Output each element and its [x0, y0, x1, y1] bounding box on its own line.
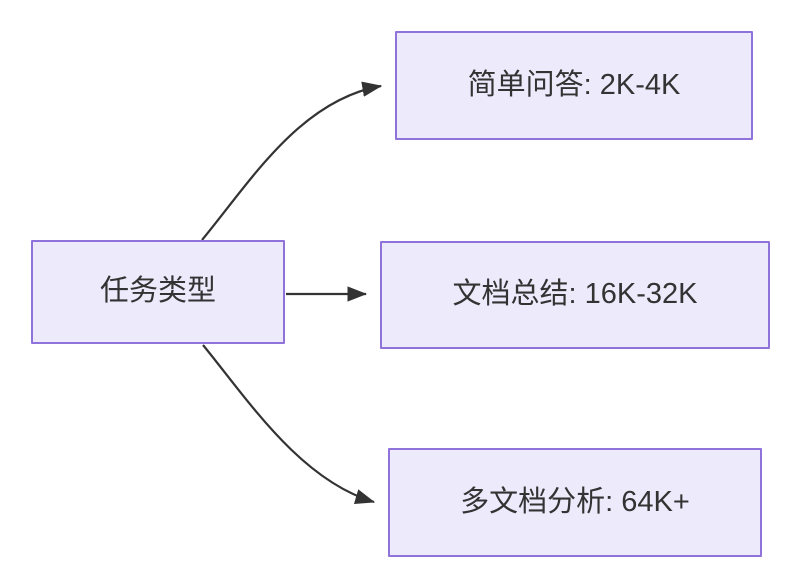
node-task-type[interactable]: 任务类型 — [31, 240, 285, 344]
node-simple-qa[interactable]: 简单问答: 2K-4K — [395, 31, 753, 140]
node-doc-summary-label: 文档总结: 16K-32K — [452, 278, 698, 311]
edge-root-to-simple-qa — [201, 81, 383, 241]
node-simple-qa-label: 简单问答: 2K-4K — [467, 68, 681, 101]
node-multidoc-analysis[interactable]: 多文档分析: 64K+ — [388, 448, 762, 557]
edge-root-to-multidoc-analysis — [202, 344, 376, 505]
node-multidoc-analysis-label: 多文档分析: 64K+ — [460, 485, 690, 518]
node-doc-summary[interactable]: 文档总结: 16K-32K — [380, 241, 770, 349]
node-task-type-label: 任务类型 — [99, 275, 216, 308]
